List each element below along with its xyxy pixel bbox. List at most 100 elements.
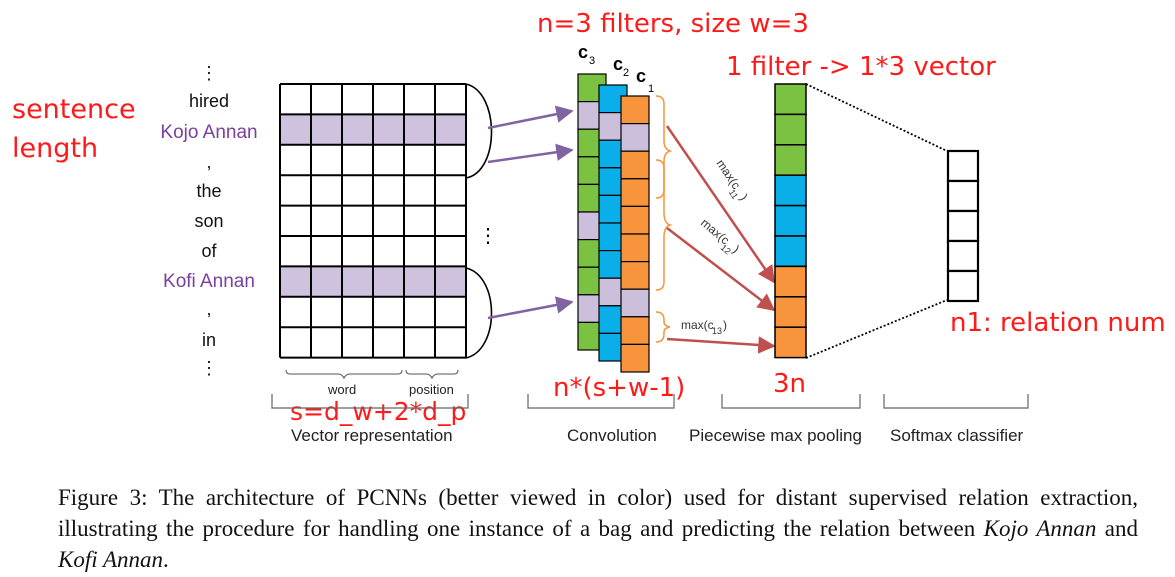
bracket-vector [271,394,469,409]
filter-label-c1: c 1 [636,66,654,95]
purple-arrow-3 [487,296,574,320]
annotation-relation-num: n1: relation num [950,308,1166,338]
max-c12-base: max(c [698,216,732,248]
max-arrow-3 [666,336,776,354]
max-c11-tail: ) [737,192,751,203]
softmax-cell [946,239,980,273]
sentence-word-0: ⋮ [200,63,218,83]
annotation-filter-vector: 1 filter -> 1*3 vector [726,52,996,82]
pooled-cell [774,265,807,298]
sentence-word-7: Kofi Annan [163,271,255,292]
filter-c1-cell [620,178,650,208]
max-arrow-1 [665,125,776,284]
sentence-word-10: ⋮ [200,358,218,378]
annotation-s-formula: s=d_w+2*d_p [290,397,466,426]
filter-c1-sub: 1 [648,83,654,95]
sentence-word-1: hired [189,91,229,111]
sentence-word-6: of [201,241,217,261]
word-brace [285,369,403,380]
pooled-cell [774,174,807,207]
caption-suffix: . [163,547,169,572]
max-arrow-2 [666,227,776,312]
softmax-cell [946,209,980,243]
segment-brace-3 [655,311,671,343]
max-label-c12: max(c 12 ) [698,216,742,257]
filter-c2-sub: 2 [623,67,629,79]
matrix-ellipsis: ⋮ [478,225,498,247]
convolution-filters [577,73,650,373]
pooled-vector [774,83,807,359]
pooled-cell [774,113,807,146]
segment-brace-1 [655,95,673,199]
sentence-word-2: Kojo Annan [160,122,257,143]
bracket-convolution [527,394,675,409]
sentence-word-4: the [196,181,221,201]
section-pooling-label: Piecewise max pooling [689,426,862,445]
annotation-conv-length: n*(s+w-1) [553,373,685,403]
filter-c1-cell [620,233,650,263]
vector-matrix [279,83,467,359]
softmax-output [946,149,980,303]
figure-caption: Figure 3: The architecture of PCNNs (bet… [58,482,1138,575]
filter-c1-cell [620,95,650,125]
filter-c1-cell [620,122,650,152]
pooled-cell [774,235,807,268]
filter-c1-base: c [636,66,646,86]
segment-brace-2 [655,159,673,291]
dotted-connector-bottom [805,299,948,359]
bracket-softmax [883,394,1029,409]
dotted-connector-top [805,83,948,152]
pooled-cell [774,83,807,116]
annotation-sentence-length-1: sentence [12,94,136,125]
pooled-cell [774,204,807,237]
position-label: position [409,382,454,397]
word-label: word [327,382,356,397]
caption-middle: and [1096,516,1139,541]
filter-c2-base: c [613,54,623,74]
section-softmax-label: Softmax classifier [890,426,1024,445]
purple-arrow-2 [487,143,574,164]
caption-prefix: Figure 3: The architecture of PCNNs (bet… [58,485,1138,541]
window-bracket-top [465,83,493,179]
max-c11-sub: 11 [727,188,741,201]
caption-entity1: Kojo Annan [983,516,1097,541]
sentence-word-9: in [202,330,216,350]
max-c13-base: max(c [681,318,714,332]
pooled-cell [774,296,807,328]
filter-label-c3: c 3 [578,42,595,67]
filter-c1-cell [620,343,650,373]
annotation-pool-size: 3n [773,369,806,399]
annotation-filters: n=3 filters, size w=3 [537,9,809,39]
max-c13-sub: 13 [712,326,722,336]
softmax-cell [946,179,980,213]
filter-label-c2: c 2 [613,54,629,79]
bracket-pooling [721,394,861,409]
filter-c1-cell [620,261,650,290]
window-bracket-bottom [465,267,493,359]
max-c13-tail: ) [723,318,727,332]
filter-c1-cell [620,205,650,235]
max-c11-base: max(c [714,157,744,192]
filter-c3-base: c [578,42,588,62]
max-c12-sub: 12 [719,242,733,256]
filter-c1-cell [620,316,650,345]
pooled-cell [774,326,807,359]
purple-arrow-1 [487,105,574,130]
sentence-word-3: , [206,152,211,172]
pooled-cell [774,144,807,176]
filter-c1-cell [620,288,650,318]
annotation-sentence-length-2: length [12,133,98,164]
caption-entity2: Kofi Annan [58,547,164,572]
position-brace [405,369,459,380]
section-vector-label: Vector representation [291,426,453,445]
filter-c1-cell [620,150,650,180]
max-label-c13: max(c 13 ) [681,318,727,336]
section-convolution-label: Convolution [567,426,657,445]
softmax-cell [946,149,980,183]
softmax-cell [946,269,980,303]
filter-c3-sub: 3 [589,55,595,67]
sentence-word-8: , [206,299,211,319]
sentence-word-5: son [194,211,223,231]
